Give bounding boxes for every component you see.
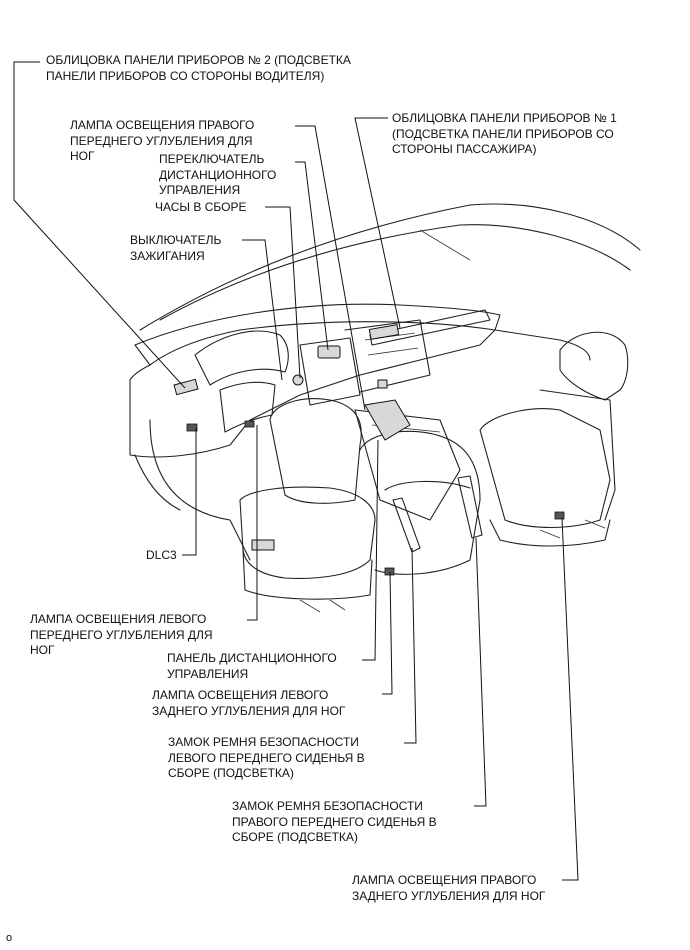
label-trim-panel-1: ОБЛИЦОВКА ПАНЕЛИ ПРИБОРОВ № 1 (ПОДСВЕТКА…: [392, 111, 617, 156]
label-dlc3: DLC3: [146, 548, 177, 562]
label-ignition: ВЫКЛЮЧАТЕЛЬ ЗАЖИГАНИЯ: [130, 233, 222, 263]
label-rf-buckle: ЗАМОК РЕМНЯ БЕЗОПАСНОСТИ ПРАВОГО ПЕРЕДНЕ…: [232, 799, 437, 844]
label-trim-panel-2: ОБЛИЦОВКА ПАНЕЛИ ПРИБОРОВ № 2 (ПОДСВЕТКА…: [46, 53, 351, 83]
label-lf-footwell-lamp: ЛАМПА ОСВЕЩЕНИЯ ЛЕВОГО ПЕРЕДНЕГО УГЛУБЛЕ…: [30, 612, 213, 657]
label-rr-footwell-lamp: ЛАМПА ОСВЕЩЕНИЯ ПРАВОГО ЗАДНЕГО УГЛУБЛЕН…: [352, 873, 546, 903]
label-remote-panel: ПАНЕЛЬ ДИСТАНЦИОННОГО УПРАВЛЕНИЯ: [167, 651, 337, 681]
label-remote-switch: ПЕРЕКЛЮЧАТЕЛЬ ДИСТАНЦИОННОГО УПРАВЛЕНИЯ: [159, 152, 277, 197]
label-clock: ЧАСЫ В СБОРЕ: [155, 200, 247, 214]
footer-mark: о: [6, 932, 13, 944]
label-rf-footwell-lamp: ЛАМПА ОСВЕЩЕНИЯ ПРАВОГО ПЕРЕДНЕГО УГЛУБЛ…: [70, 118, 255, 163]
label-lf-buckle: ЗАМОК РЕМНЯ БЕЗОПАСНОСТИ ЛЕВОГО ПЕРЕДНЕГ…: [168, 735, 365, 780]
label-lr-footwell-lamp: ЛАМПА ОСВЕЩЕНИЯ ЛЕВОГО ЗАДНЕГО УГЛУБЛЕНИ…: [152, 688, 346, 718]
